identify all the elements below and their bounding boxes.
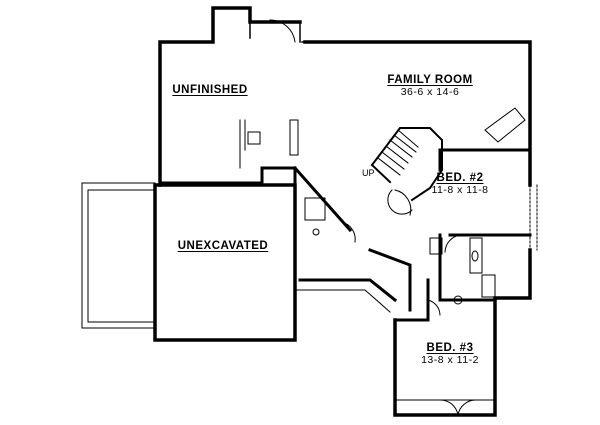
room-label-bed3: BED. #3 13-8 x 11-2	[405, 342, 495, 366]
staircase	[370, 127, 443, 215]
room-name: FAMILY ROOM	[387, 74, 473, 86]
unexcavated-area	[153, 183, 297, 342]
stair-up-label: UP	[362, 168, 375, 178]
room-label-family-room: FAMILY ROOM 36-6 x 14-6	[360, 74, 500, 98]
room-dimensions: 13-8 x 11-2	[421, 354, 479, 366]
room-label-unfinished: UNFINISHED	[160, 84, 260, 96]
fixtures	[247, 107, 526, 305]
room-name: BED. #2	[436, 172, 484, 184]
room-name: BED. #3	[426, 342, 474, 354]
doors	[239, 19, 476, 416]
room-dimensions: 11-8 x 11-8	[431, 184, 489, 196]
garage-outline	[81, 182, 156, 329]
room-label-bed2: BED. #2 11-8 x 11-8	[420, 172, 500, 196]
room-name: UNFINISHED	[172, 84, 248, 96]
window	[529, 184, 538, 251]
room-dimensions: 36-6 x 14-6	[400, 86, 460, 98]
room-label-unexcavated: UNEXCAVATED	[158, 240, 288, 252]
room-name: UNEXCAVATED	[177, 240, 269, 252]
